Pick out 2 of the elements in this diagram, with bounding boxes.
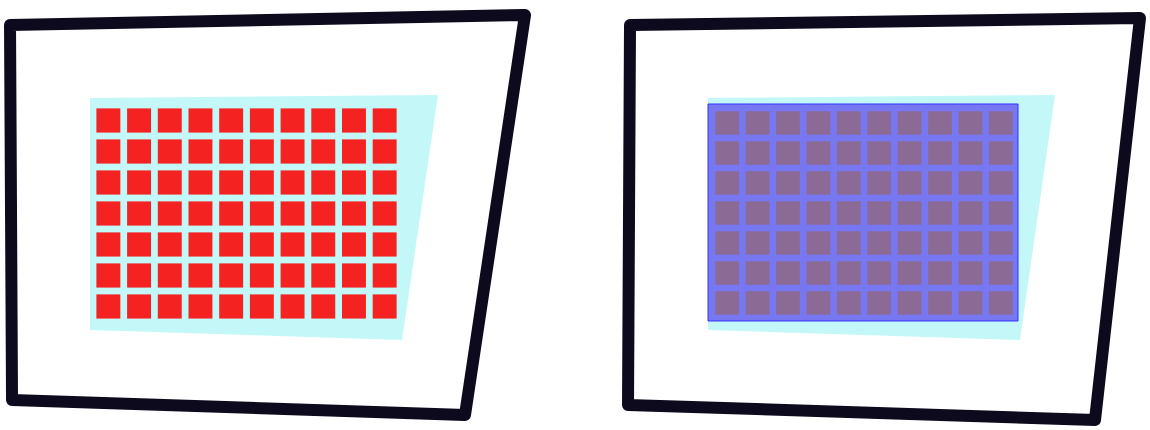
square-grid-drawing [707, 95, 1055, 340]
square-grid-drawing [90, 95, 438, 340]
